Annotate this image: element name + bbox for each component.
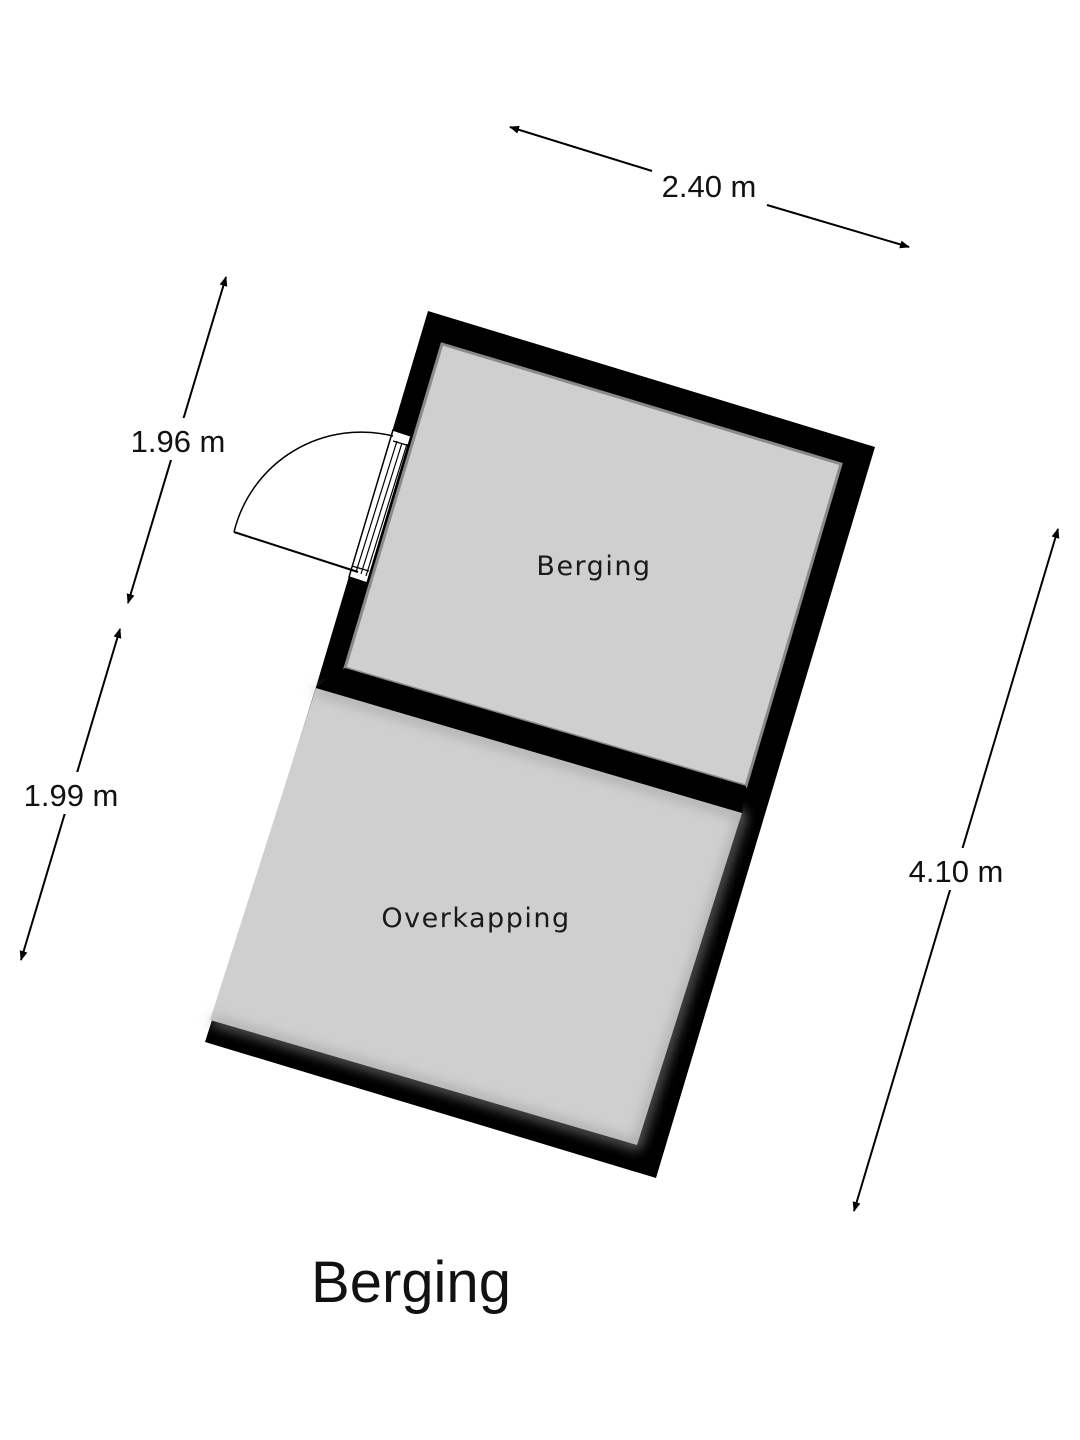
divider-wall <box>316 668 746 813</box>
dimension-label-bg <box>118 418 236 460</box>
door-frame-line <box>365 443 408 577</box>
dimension-arrow-top-b <box>766 204 910 249</box>
room-floor-overkapping <box>210 688 742 1145</box>
dimension-label-left-upper: 1.96 m <box>131 424 226 459</box>
dimension-label-left-lower: 1.99 m <box>24 778 119 813</box>
dimension-label-bg <box>896 848 1016 890</box>
plan-title: Berging <box>311 1250 511 1315</box>
dimension-label-right: 4.10 m <box>909 854 1004 889</box>
dimension-label-bg <box>12 772 130 814</box>
overkapping-shade <box>211 687 746 1149</box>
room-label-berging: Berging <box>536 551 651 582</box>
dimension-label-top: 2.40 m <box>662 169 757 204</box>
dimension-arrow-top-a <box>509 125 653 172</box>
door-frame-line <box>355 440 398 573</box>
door-swing-arc <box>233 431 394 533</box>
door-leaf <box>233 531 359 573</box>
door-frame-cap <box>351 565 370 572</box>
door-frame-cap <box>392 440 411 447</box>
door-frame-line <box>360 442 403 575</box>
room-label-overkapping: Overkapping <box>381 903 570 934</box>
